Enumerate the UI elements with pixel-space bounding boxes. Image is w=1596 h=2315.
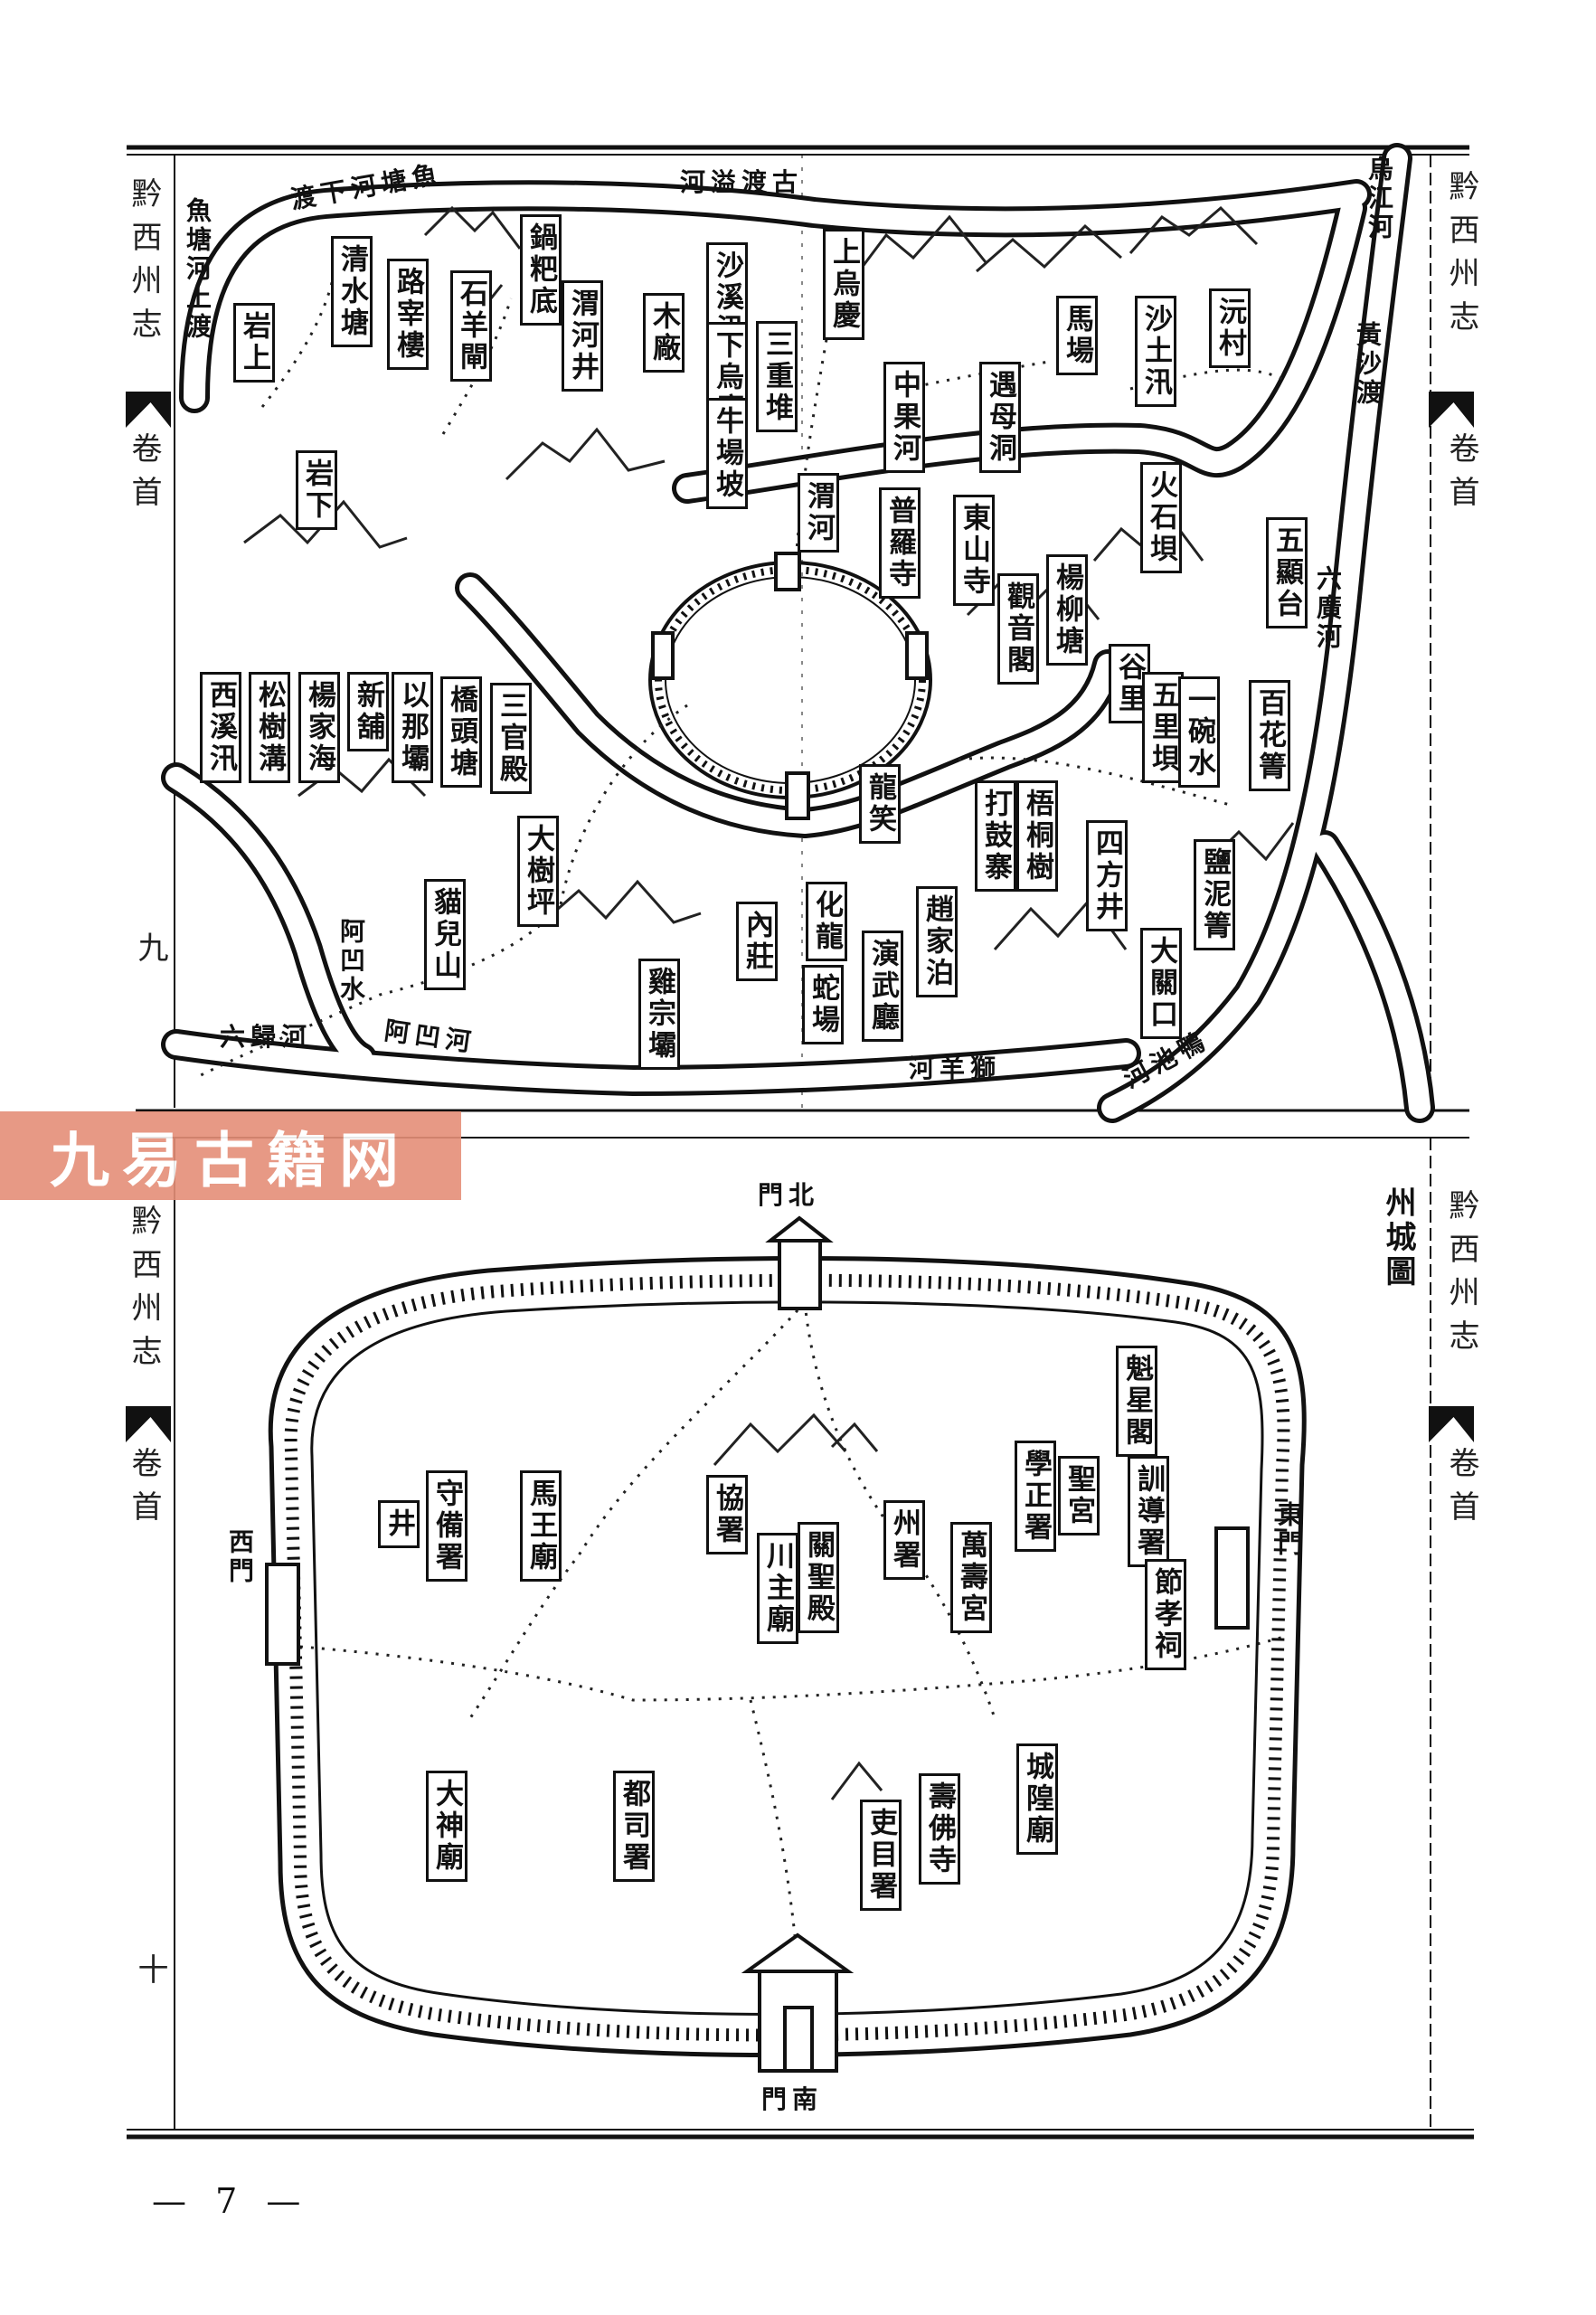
place-label: 橋頭塘: [440, 676, 482, 788]
place-label: 谷里: [1109, 644, 1150, 723]
place-label: 路宰樓: [387, 259, 429, 370]
place-label: 蛇場: [802, 965, 844, 1044]
river-label: 黃沙渡: [1353, 321, 1383, 408]
place-label: 吏目署: [860, 1800, 902, 1911]
place-label: 沅村: [1209, 288, 1251, 368]
watermark-text: 九易古籍网: [50, 1125, 411, 1195]
river-label: 六歸河: [220, 1022, 313, 1052]
place-label: 清水塘: [331, 236, 373, 347]
place-label: 打鼓寨: [975, 780, 1016, 892]
margin-leaf-number: 十: [132, 1953, 168, 1997]
place-label: 川主廟: [757, 1533, 798, 1644]
place-label: 渭河井: [562, 280, 603, 392]
gate-label-east: 東門: [1274, 1501, 1304, 1559]
place-label: 魁星閣: [1116, 1346, 1157, 1457]
place-label: 岩上: [233, 303, 275, 383]
place-label: 化龍: [806, 882, 847, 961]
place-label: 雞宗壩: [638, 959, 680, 1070]
place-label: 內莊: [736, 902, 778, 981]
place-label: 新舖: [347, 672, 389, 751]
place-label: 五顯台: [1266, 517, 1308, 628]
gate-label-south: 南門: [761, 2084, 824, 2114]
margin-volume: 卷首: [126, 1447, 162, 1534]
place-label: 岩下: [296, 450, 337, 530]
river-label: 阿凹水: [336, 918, 366, 1005]
place-label: 西溪汛: [200, 672, 241, 783]
place-label: 遇母洞: [979, 362, 1021, 473]
place-label: 中果河: [883, 362, 925, 473]
river-label: 烏江河: [1365, 156, 1394, 242]
place-label: 州署: [883, 1500, 925, 1580]
place-label: 貓兒山: [424, 879, 466, 990]
river-label: 魚塘河上渡: [183, 197, 212, 342]
place-label: 觀音閣: [997, 573, 1039, 685]
place-label: 鍋粑底: [520, 214, 562, 326]
place-label: 馬場: [1056, 296, 1098, 375]
rivers: [161, 143, 1435, 1123]
place-label: 萬壽宮: [950, 1522, 992, 1633]
place-label: 渭河: [798, 473, 839, 553]
gate-label-north: 北門: [758, 1180, 820, 1210]
place-label: 協署: [706, 1475, 748, 1554]
place-label: 沙土汛: [1135, 296, 1176, 407]
place-label: 楊家海: [298, 672, 340, 783]
margin-book-title: 黔西州志: [126, 1205, 162, 1378]
place-label: 龍笑: [859, 764, 901, 844]
margin-book-title: 黔西州志: [1443, 170, 1479, 344]
place-label: 守備署: [426, 1470, 467, 1582]
place-label: 三重堆: [756, 321, 798, 432]
place-label: 節孝祠: [1145, 1559, 1186, 1670]
page-number: — 7 —: [152, 2181, 310, 2221]
place-label: 井: [378, 1500, 420, 1548]
place-label: 東山寺: [953, 495, 995, 606]
place-label: 城隍廟: [1016, 1743, 1058, 1855]
place-label: 松樹溝: [249, 672, 290, 783]
margin-volume: 卷首: [1443, 1447, 1479, 1534]
city-wall-lower: [268, 1255, 1307, 2057]
place-label: 馬王廟: [520, 1470, 562, 1582]
place-label: 聖宮: [1058, 1456, 1100, 1535]
map-title: 州城圖: [1380, 1186, 1416, 1290]
place-label: 四方井: [1086, 820, 1128, 931]
place-label: 學正署: [1015, 1441, 1056, 1552]
place-label: 大關口: [1140, 928, 1182, 1039]
margin-leaf-number: 九: [132, 931, 168, 975]
place-label: 鹽泥箐: [1194, 839, 1235, 950]
margin-volume: 卷首: [1443, 432, 1479, 519]
place-label: 趙家泊: [916, 886, 958, 997]
place-label: 關聖殿: [798, 1522, 839, 1633]
place-label: 以那壩: [392, 672, 433, 783]
place-label: 三官殿: [490, 683, 532, 794]
river-label: 六廣河: [1313, 565, 1343, 652]
city-gates: [265, 552, 1250, 2073]
place-label: 火石垻: [1140, 462, 1182, 573]
place-label: 上烏慶: [823, 229, 864, 340]
margin-book-title: 黔西州志: [1443, 1189, 1479, 1363]
place-label: 梧桐樹: [1016, 780, 1058, 892]
place-label: 楊柳塘: [1046, 554, 1088, 666]
margin-book-title: 黔西州志: [126, 177, 162, 351]
place-label: 普羅寺: [879, 487, 921, 599]
place-label: 都司署: [613, 1771, 655, 1882]
place-label: 大樹坪: [517, 816, 559, 927]
place-label: 演武廳: [862, 931, 903, 1042]
place-label: 訓導署: [1128, 1456, 1169, 1567]
place-label: 壽佛寺: [919, 1773, 960, 1885]
place-label: 一碗水: [1178, 676, 1220, 788]
watermark: 九易古籍网: [0, 1111, 461, 1200]
place-label: 木廠: [643, 293, 685, 373]
river-label: 古渡溢河: [680, 167, 804, 197]
place-label: 牛場坡: [706, 398, 748, 509]
margin-volume: 卷首: [126, 432, 162, 519]
place-label: 石羊閘: [450, 270, 492, 382]
place-label: 大神廟: [426, 1771, 467, 1882]
place-label: 五里垻: [1142, 672, 1184, 783]
gate-label-west: 西門: [225, 1528, 255, 1586]
river-label: 獅羊河: [909, 1054, 1002, 1083]
place-label: 百花箐: [1249, 680, 1290, 791]
